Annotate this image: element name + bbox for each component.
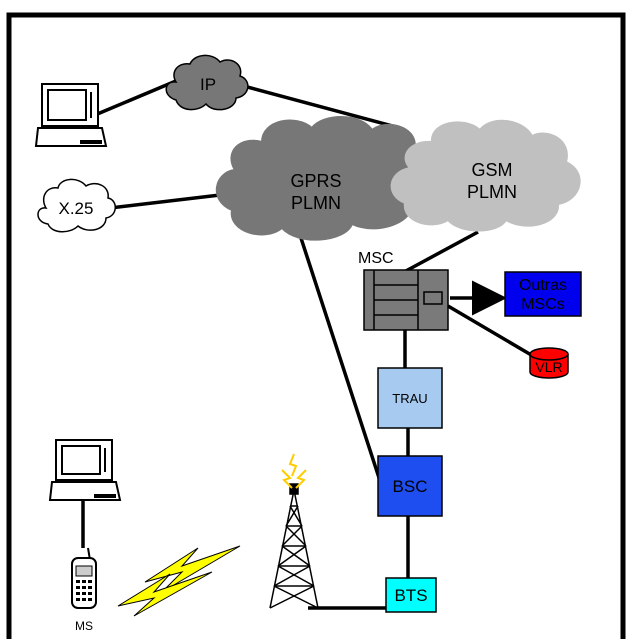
laptop-bottom-icon: [48, 439, 122, 501]
link-gsm-msc: [403, 230, 479, 274]
msc-switch-icon: MSC: [358, 250, 449, 331]
x25-cloud: X.25: [37, 178, 116, 233]
link-msc-vlr: [447, 304, 534, 358]
vlr-label: VLR: [535, 359, 562, 375]
antenna-tower-icon: [269, 453, 319, 609]
outras-label-line2: MSCs: [521, 296, 565, 313]
radio-link-lightning-icon: [117, 545, 241, 617]
link-x25-gprs: [109, 193, 221, 210]
outras-mscs-box: Outras MSCs: [504, 271, 582, 317]
outras-label-line1: Outras: [519, 277, 567, 294]
gprs-plmn-cloud: GPRS PLMN: [215, 116, 435, 241]
ip-label: IP: [200, 75, 216, 94]
msc-label: MSC: [358, 250, 394, 267]
gsm-label-line1: GSM: [471, 160, 512, 180]
gprs-label-line2: PLMN: [291, 193, 341, 213]
bts-box: BTS: [385, 577, 437, 613]
link-ip-gprs: [239, 83, 401, 130]
bsc-label: BSC: [393, 477, 428, 496]
laptop-top-icon: [34, 83, 108, 147]
bsc-box: BSC: [377, 455, 443, 517]
trau-label: TRAU: [392, 391, 427, 406]
link-gprs-bsc: [298, 234, 384, 488]
gsm-label-line2: PLMN: [467, 182, 517, 202]
bts-label: BTS: [394, 586, 427, 605]
ip-cloud: IP: [165, 54, 249, 111]
diagram-frame: [6, 12, 626, 639]
trau-box: TRAU: [377, 367, 443, 429]
ms-label: MS: [75, 619, 93, 633]
vlr-database-icon: VLR: [529, 347, 569, 379]
gsm-plmn-cloud: GSM PLMN: [390, 119, 581, 232]
connection-lines: [81, 76, 534, 610]
mobile-phone-icon: MS: [71, 547, 97, 633]
x25-label: X.25: [59, 199, 94, 218]
gprs-label-line1: GPRS: [290, 171, 341, 191]
